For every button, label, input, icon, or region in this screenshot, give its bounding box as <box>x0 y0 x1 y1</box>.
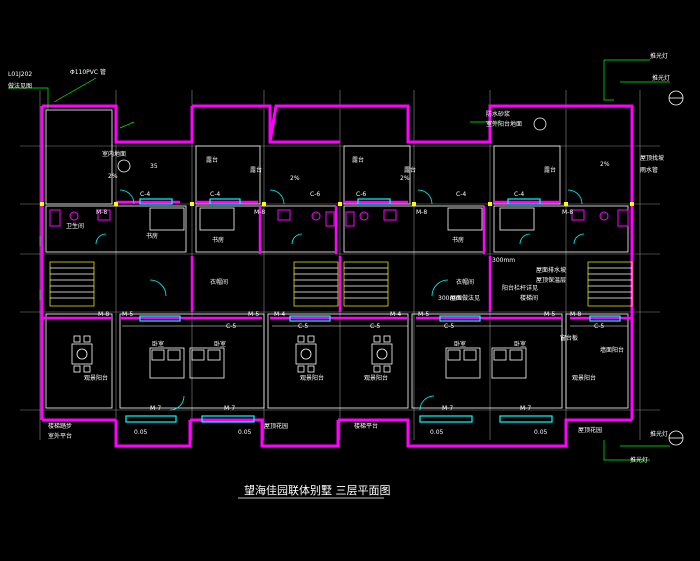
door-m7-1: M-7 <box>150 405 161 412</box>
note-c4: 楼梯间 <box>520 294 538 302</box>
window-c5-5: C-5 <box>594 323 604 330</box>
drain-label-bl: 推光灯 <box>650 430 668 438</box>
slope-2: 2% <box>290 175 300 182</box>
door-m7-4: M-7 <box>520 405 531 412</box>
room-balcony-2: 露台 <box>352 156 364 164</box>
room-study-1: 书房 <box>146 232 158 240</box>
mark-300-2: 300mm <box>438 295 461 302</box>
pipe-note: Φ110PVC 管 <box>70 68 106 76</box>
glazing <box>125 198 621 423</box>
ref-code: L01J202 <box>8 71 32 78</box>
door-m7-3: M-7 <box>442 405 453 412</box>
room-study-2: 书房 <box>212 236 224 244</box>
room-balcony-3: 露台 <box>250 166 262 174</box>
drain-label-tr: 推光灯 <box>652 74 670 82</box>
note-b3: 屋顶花园 <box>264 422 288 430</box>
slope-4: 2% <box>600 161 610 168</box>
window-c4-3: C-4 <box>456 191 466 198</box>
note-m3: 阳台栏杆详见 <box>502 284 538 292</box>
room-bedroom-3: 卧室 <box>454 340 466 348</box>
exterior-walls <box>40 104 634 448</box>
columns <box>40 202 634 206</box>
window-c5-1: C-5 <box>226 323 236 330</box>
room-wardrobe-2: 衣帽间 <box>456 278 474 286</box>
note-m4: 窗台板 <box>560 334 578 342</box>
page-title: 望海佳园联体别墅 三层平面图 <box>244 483 391 497</box>
note-r4: 雨水管 <box>640 166 658 174</box>
interior-walls <box>45 109 629 409</box>
drawing-title: 望海佳园联体别墅 三层平面图 <box>238 483 391 499</box>
door-m5-2: M-5 <box>248 311 259 318</box>
note-m2: 屋顶保温层 <box>536 276 566 284</box>
bathroom-fixtures <box>49 209 629 227</box>
door-m8-5: M-8 <box>98 311 109 318</box>
mark-005-1: 0.05 <box>134 429 148 436</box>
room-bedroom-1: 卧室 <box>152 340 164 348</box>
note-b5: 屋顶花园 <box>578 426 602 434</box>
door-m4-1: M-4 <box>274 311 285 318</box>
room-wardrobe-1: 衣帽间 <box>210 278 228 286</box>
room-wc-1: 卫生间 <box>66 222 84 230</box>
room-balcony-1: 露台 <box>206 156 218 164</box>
window-c5-2: C-5 <box>298 323 308 330</box>
drain-label-br: 推光灯 <box>630 456 648 464</box>
mark-005-2: 0.05 <box>238 429 252 436</box>
room-balcony-4: 露台 <box>404 166 416 174</box>
note-c2: 屋面做法见 <box>450 294 480 302</box>
window-c4-4: C-4 <box>514 191 524 198</box>
door-m8-4: M-8 <box>562 209 573 216</box>
window-c4-1: C-4 <box>140 191 150 198</box>
mark-35: 35 <box>150 163 158 170</box>
mark-005-3: 0.05 <box>430 429 444 436</box>
window-c6-1: C-6 <box>310 191 320 198</box>
stairs <box>49 261 633 307</box>
slope-3: 2% <box>400 175 410 182</box>
mark-005-4: 0.05 <box>534 429 548 436</box>
note-r1: 防水砂浆 <box>486 110 510 118</box>
door-m5-1: M-5 <box>122 311 133 318</box>
room-terrace-2: 观景阳台 <box>300 374 324 382</box>
room-balcony-5: 露台 <box>544 166 556 174</box>
ref-note: 做法见图 <box>8 82 32 90</box>
dining-tables <box>71 335 393 373</box>
door-m8-2: M-8 <box>254 209 265 216</box>
note-b1: 楼梯踏步 <box>48 422 72 430</box>
door-m4-2: M-4 <box>390 311 401 318</box>
room-bedroom-2: 卧室 <box>214 340 226 348</box>
mark-300-1: 300mm <box>492 257 515 264</box>
window-bars <box>42 200 632 320</box>
room-terrace-1: 观景阳台 <box>84 374 108 382</box>
slope-1: 2% <box>108 173 118 180</box>
note-b4: 楼梯平台 <box>354 422 378 430</box>
door-m5-4: M-5 <box>544 311 555 318</box>
note-m1: 屋面排水坡 <box>536 266 566 274</box>
drain-symbols <box>117 90 684 446</box>
door-m8-6: M-8 <box>570 311 581 318</box>
window-c5-4: C-5 <box>444 323 454 330</box>
window-c5-3: C-5 <box>370 323 380 330</box>
note-b2: 室外平台 <box>48 432 72 440</box>
bed-furniture <box>149 207 535 379</box>
window-c6-2: C-6 <box>356 191 366 198</box>
drain-label-tl: 推光灯 <box>650 52 668 60</box>
room-terrace-3: 观景阳台 <box>364 374 388 382</box>
room-terrace-4: 观景阳台 <box>572 374 596 382</box>
note-r2: 室外阳台地面 <box>486 120 522 128</box>
door-swings <box>95 189 585 411</box>
door-m5-3: M-5 <box>418 311 429 318</box>
window-c4-2: C-4 <box>210 191 220 198</box>
room-study-3: 书房 <box>452 236 464 244</box>
note-r3: 屋顶找坡 <box>640 154 664 162</box>
note-c3: 墙面阳台 <box>600 346 624 354</box>
room-bedroom-4: 卧室 <box>514 340 526 348</box>
labels: L01J202 做法见图 Φ110PVC 管 推光灯 推光灯 推光灯 推光灯 C… <box>8 52 670 464</box>
door-m8-1: M-8 <box>96 209 107 216</box>
door-m8-3: M-8 <box>416 209 427 216</box>
leader-lines <box>8 59 670 461</box>
note-c1: 室内地面 <box>102 150 126 158</box>
door-m7-2: M-7 <box>224 405 235 412</box>
